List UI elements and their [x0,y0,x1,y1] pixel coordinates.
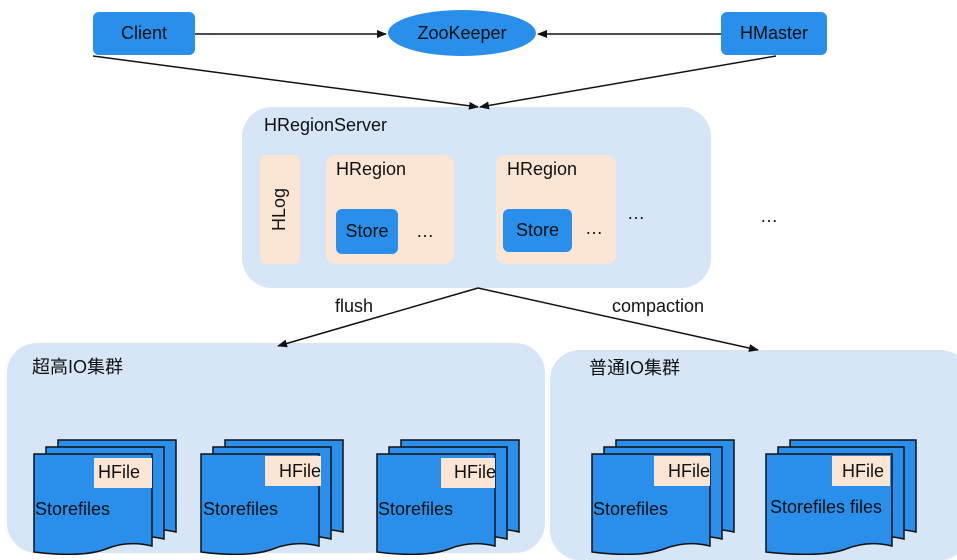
more-servers: … [760,206,779,226]
high-io-cluster-title: 超高IO集群 [32,357,124,377]
hregion-title: HRegion [507,159,578,179]
hregionserver-panel [242,107,711,288]
normal-io-cluster-title: 普通IO集群 [589,358,681,378]
hfile-label: HFile [454,462,497,482]
storefiles-label: Storefiles [593,499,669,519]
store-label: Store [345,221,389,241]
hfile-label: HFile [668,461,711,481]
compaction-label: compaction [612,296,705,316]
hmaster-label: HMaster [739,23,808,43]
storefiles-label: Storefiles [35,499,111,519]
storefile-stack [376,439,520,555]
hmaster-to-server-arrow [479,55,777,110]
hregionserver-title: HRegionServer [264,115,388,135]
store-more: … [585,218,604,238]
client-node: Client [93,12,195,55]
storefile-stack [765,439,917,555]
storefiles-label: Storefiles files [770,497,883,517]
store-more: … [416,221,435,241]
client-label: Client [120,23,168,43]
storefiles-label: Storefiles [378,499,454,519]
compaction-arrow [477,287,759,352]
store-box: Store [503,209,572,252]
hmaster-node: HMaster [721,12,827,55]
flush-arrow [277,287,479,348]
client-to-server-arrow [92,55,479,110]
hfile-label: HFile [279,461,322,481]
hlog-box: HLog [260,155,300,264]
hregion-title: HRegion [336,159,407,179]
store-label: Store [515,220,560,240]
storefile-stack [591,439,735,555]
storefile-stack [200,439,344,555]
storefile-stack [33,439,177,555]
storefiles-label: Storefiles [203,499,279,519]
zookeeper-node: ZooKeeper [388,10,536,56]
zookeeper-label: ZooKeeper [417,22,507,43]
hfile-label: HFile [842,461,885,481]
more-regions: … [627,203,646,223]
store-box: Store [336,209,398,254]
hfile-label: HFile [98,462,141,482]
flush-label: flush [335,296,374,316]
